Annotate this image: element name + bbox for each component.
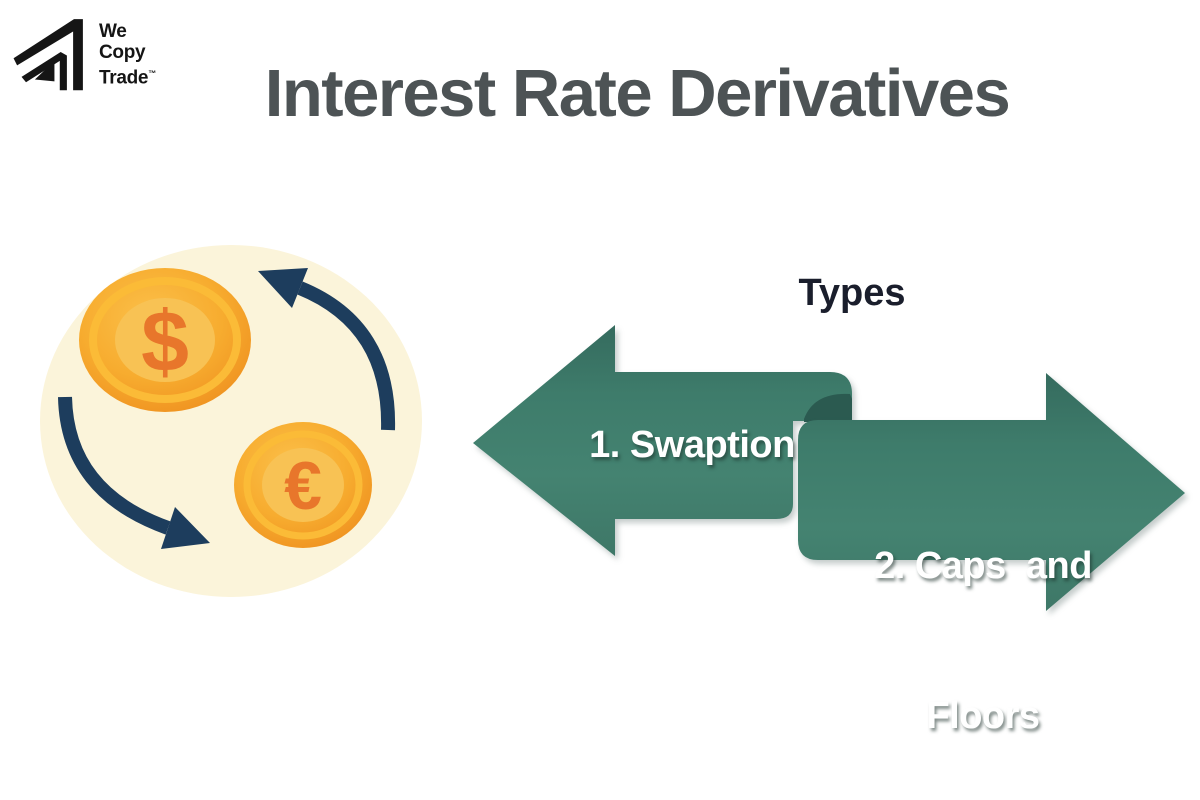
wecopytrade-logo-text: We Copy Trade™: [99, 12, 156, 88]
ribbon-fold-icon: [804, 393, 852, 422]
caps-floors-arrow-shape: [798, 373, 1185, 611]
types-label: Types: [798, 272, 906, 314]
caps-floors-line-1: 2. Caps and: [874, 545, 1092, 587]
wecopytrade-logo: We Copy Trade™: [10, 12, 156, 92]
swaption-arrow-shape: [473, 325, 852, 556]
caps-floors-label: 2. Caps and Floors: [783, 441, 1183, 800]
logo-line-we: We: [99, 21, 127, 42]
page-title: Interest Rate Derivatives: [264, 56, 1011, 131]
derivative-types-arrows: [473, 325, 1185, 611]
swaption-label: 1. Swaption: [589, 424, 795, 466]
euro-symbol: €: [284, 448, 322, 524]
exchange-arrow-top-icon: [258, 268, 396, 431]
dollar-coin-icon: $: [79, 268, 251, 412]
logo-line-trade: Trade™: [99, 67, 156, 89]
exchange-arrow-bottom-icon: [58, 396, 210, 549]
wecopytrade-logo-icon: [13, 19, 83, 91]
trademark-symbol: ™: [148, 69, 156, 78]
logo-line-copy: Copy: [99, 42, 146, 63]
euro-coin-icon: €: [234, 422, 372, 548]
dollar-symbol: $: [141, 294, 189, 390]
caps-floors-line-2: Floors: [926, 695, 1040, 737]
currency-exchange-illustration: $ €: [40, 245, 422, 597]
